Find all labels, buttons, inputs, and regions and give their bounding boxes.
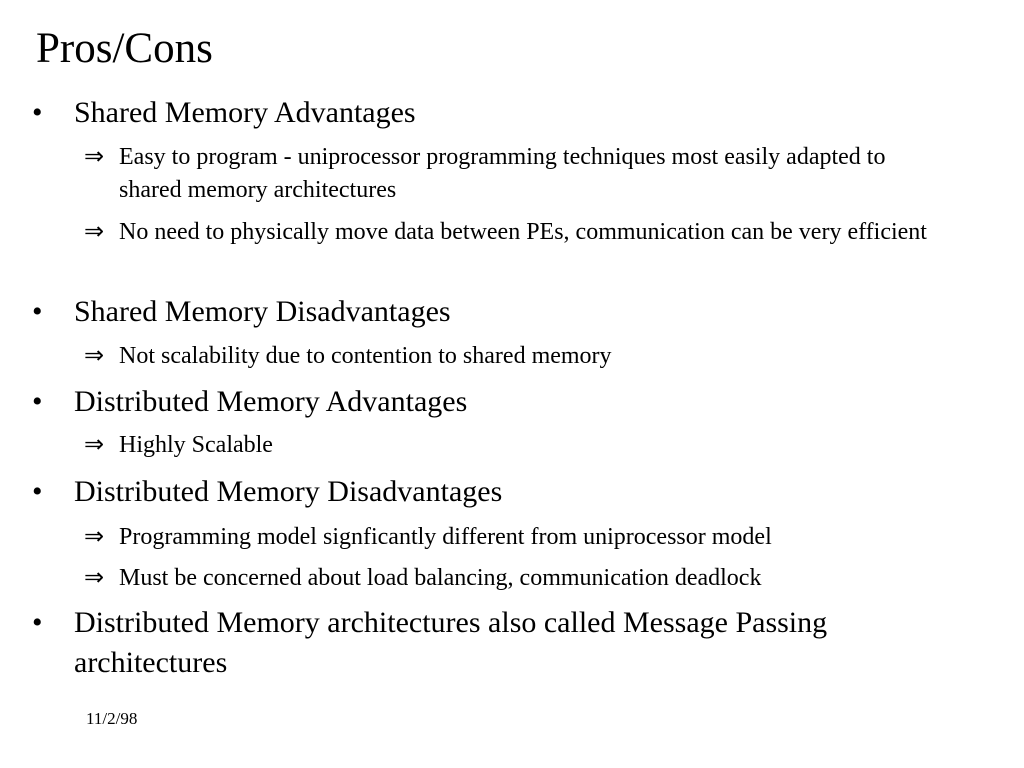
sub-item-text: Must be concerned about load balancing, … (119, 565, 762, 591)
arrow-icon: ⇒ (84, 219, 105, 245)
bullet-icon: • (32, 606, 43, 639)
bullet-icon: • (32, 295, 43, 328)
arrow-icon: ⇒ (84, 565, 105, 591)
arrow-icon: ⇒ (84, 343, 105, 369)
footer-date: 11/2/98 (86, 709, 138, 728)
sub-item-text: Programming model signficantly different… (119, 524, 772, 550)
bullet-icon: • (32, 475, 43, 508)
arrow-icon: ⇒ (84, 524, 105, 550)
arrow-icon: ⇒ (84, 144, 105, 170)
bullet-text: Distributed Memory Advantages (74, 385, 468, 418)
sub-item-text: No need to physically move data between … (119, 219, 927, 245)
bullet-text: Shared Memory Disadvantages (74, 295, 451, 328)
arrow-icon: ⇒ (84, 432, 105, 458)
bullet-icon: • (32, 96, 43, 129)
bullet-text: Shared Memory Advantages (74, 96, 416, 129)
sub-item-text: Not scalability due to contention to sha… (119, 343, 612, 369)
sub-item-text: Easy to program - uniprocessor programmi… (119, 144, 886, 203)
bullet-text: Distributed Memory Disadvantages (74, 475, 503, 508)
slide-title: Pros/Cons (36, 25, 213, 72)
sub-item-text: Highly Scalable (119, 432, 273, 458)
bullet-text: Distributed Memory architectures also ca… (74, 606, 828, 679)
bullet-icon: • (32, 385, 43, 418)
